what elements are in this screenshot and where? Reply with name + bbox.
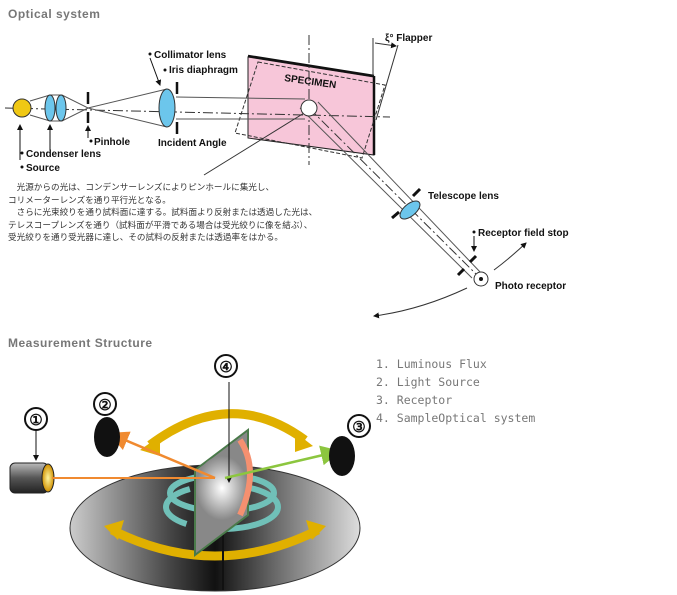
collimator-lens (158, 88, 176, 128)
description-text: 光源からの光は、コンデンサーレンズによりピンホールに集光し、 コリメーターレンズ… (8, 182, 317, 245)
receptor-disk (329, 436, 355, 476)
legend-item: 2. Light Source (376, 375, 480, 389)
description-line: コリメーターレンズを通り平行光となる。 (8, 195, 171, 206)
luminous-flux-source (9, 462, 49, 494)
optical-system-diagram: Collimator lens Iris diaphragm SPECIMEN … (4, 33, 569, 319)
label-iris-diaphragm: Iris diaphragm (169, 65, 238, 76)
light-source-disk (94, 417, 120, 457)
label-flapper: ξ° Flapper (385, 33, 432, 44)
reflected-beam-to-source (108, 431, 216, 480)
stage-rotation-arrow (109, 525, 321, 561)
label-pinhole: Pinhole (94, 137, 131, 148)
legend-item: 3. Receptor (376, 393, 453, 407)
marker-1: ① (29, 412, 42, 429)
label-photo-receptor: Photo receptor (495, 281, 566, 292)
legend-item: 4. SampleOptical system (376, 411, 536, 425)
label-collimator-lens: Collimator lens (154, 50, 227, 61)
measurement-legend: 1. Luminous Flux 2. Light Source 3. Rece… (376, 355, 535, 427)
label-incident-angle: Incident Angle (158, 138, 227, 149)
marker-2: ② (98, 397, 111, 414)
label-condenser-lens: Condenser lens (26, 149, 101, 160)
flapper-plate (234, 61, 386, 159)
arm-rotation-arrow (147, 409, 308, 449)
marker-3: ③ (352, 419, 365, 436)
sample-plate (194, 427, 249, 558)
label-receptor-field-stop: Receptor field stop (478, 228, 569, 239)
description-line: 光源からの光は、コンデンサーレンズによりピンホールに集光し、 (8, 183, 275, 193)
optical-system-title: Optical system (8, 7, 101, 21)
label-source: Source (26, 163, 60, 174)
legend-item: 1. Luminous Flux (376, 357, 487, 371)
marker-4: ④ (219, 359, 232, 376)
tilt-rotation-arrow (167, 472, 277, 514)
label-telescope-lens: Telescope lens (428, 191, 499, 202)
description-line: テレスコープレンズを通り（試料面が平滑である場合は受光絞りに像を結ぶ）、 (8, 220, 313, 231)
measurement-structure-title: Measurement Structure (8, 336, 153, 350)
reflected-beam-to-receptor (224, 445, 341, 480)
rotation-stage (69, 464, 361, 592)
description-line: さらに光束絞りを通り試料面に達する。試料面より反射または透過した光は、 (8, 208, 318, 218)
source-lamp (12, 98, 32, 118)
description-line: 受光絞りを通り受光器に達し、その試料の反射または透過率をはかる。 (8, 233, 284, 243)
condenser-lens (44, 94, 56, 122)
telescope-lens (399, 200, 421, 220)
